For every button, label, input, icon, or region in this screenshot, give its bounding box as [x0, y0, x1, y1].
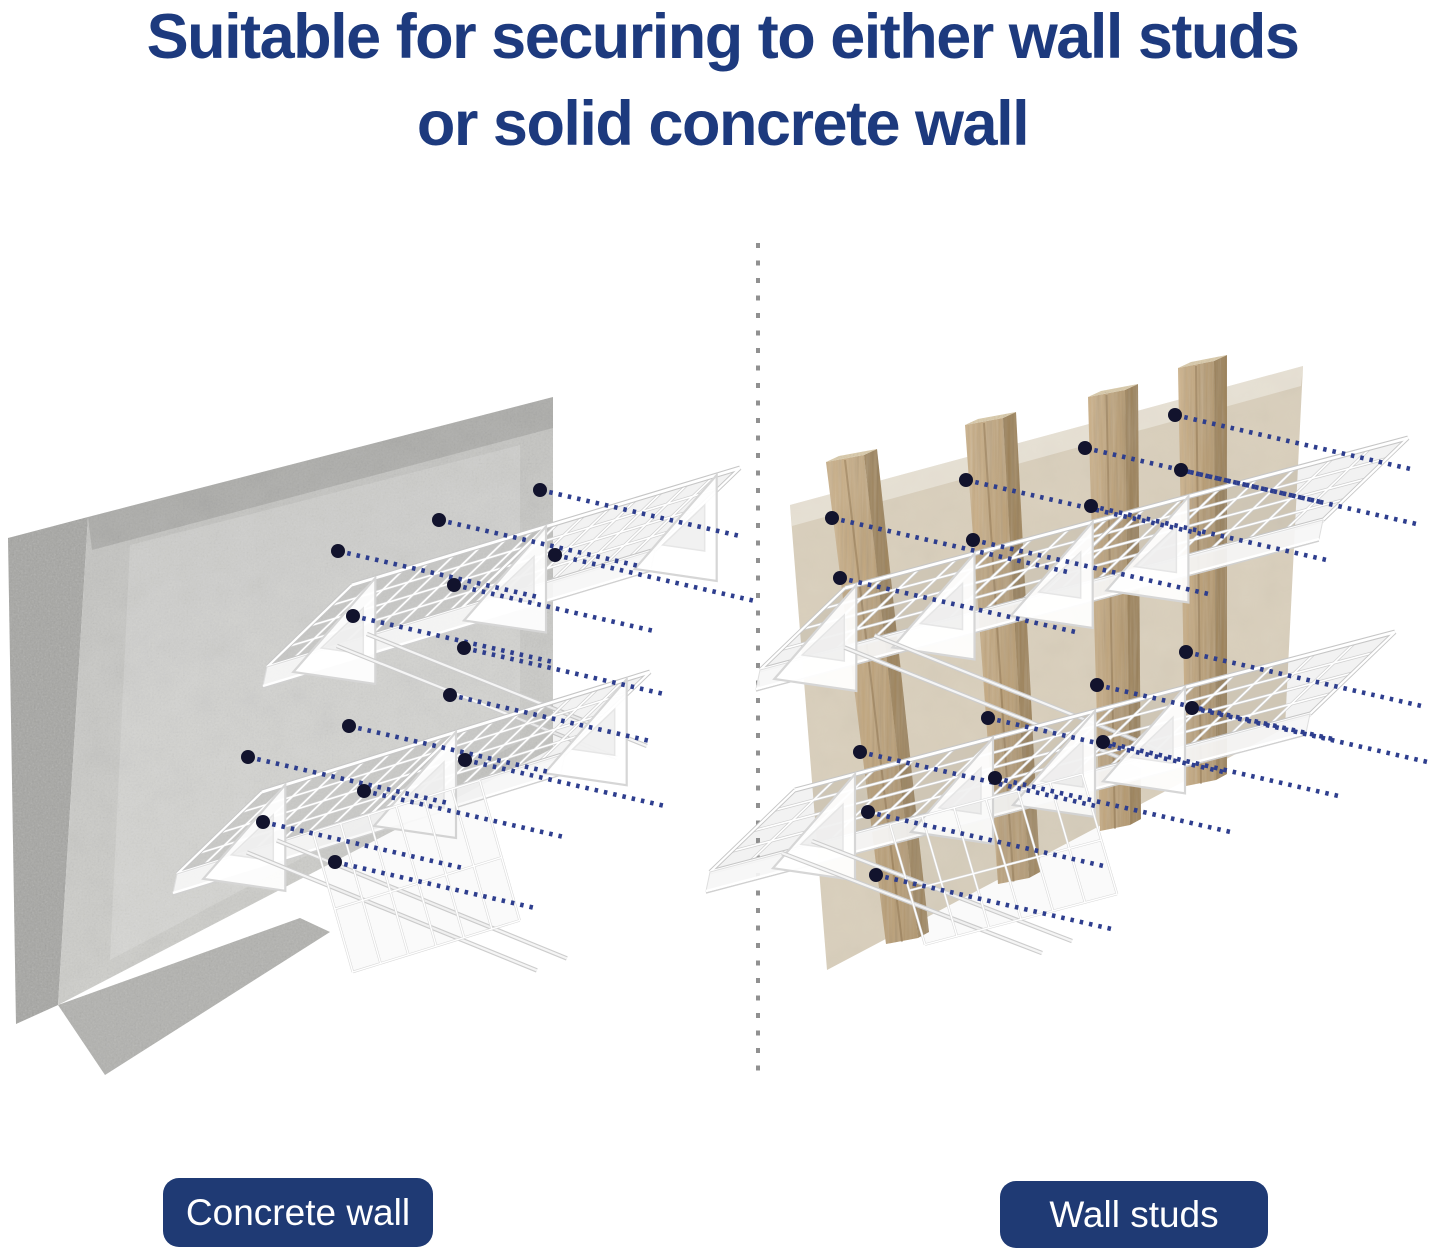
stud-wall-illustration — [705, 355, 1433, 970]
title-line-2: or solid concrete wall — [416, 89, 1030, 159]
wire-shelf-top-left — [262, 465, 742, 761]
wall-studs-label: Wall studs — [1000, 1181, 1268, 1248]
screws-top-row-left — [331, 483, 756, 697]
concrete-wall-illustration — [8, 397, 756, 1075]
screws-top-row-right — [825, 408, 1422, 636]
wire-shelf-bottom-left — [172, 669, 652, 974]
concrete-wall-label: Concrete wall — [163, 1178, 433, 1247]
screws-bottom-row-left — [241, 688, 666, 911]
title-line-1: Suitable for securing to either wall stu… — [146, 2, 1300, 72]
page-title: Suitable for securing to either wall stu… — [0, 0, 1445, 168]
screws-bottom-row-right — [853, 645, 1433, 933]
wire-shelf-top-right — [755, 435, 1410, 770]
wire-shelf-bottom-right — [705, 629, 1397, 956]
